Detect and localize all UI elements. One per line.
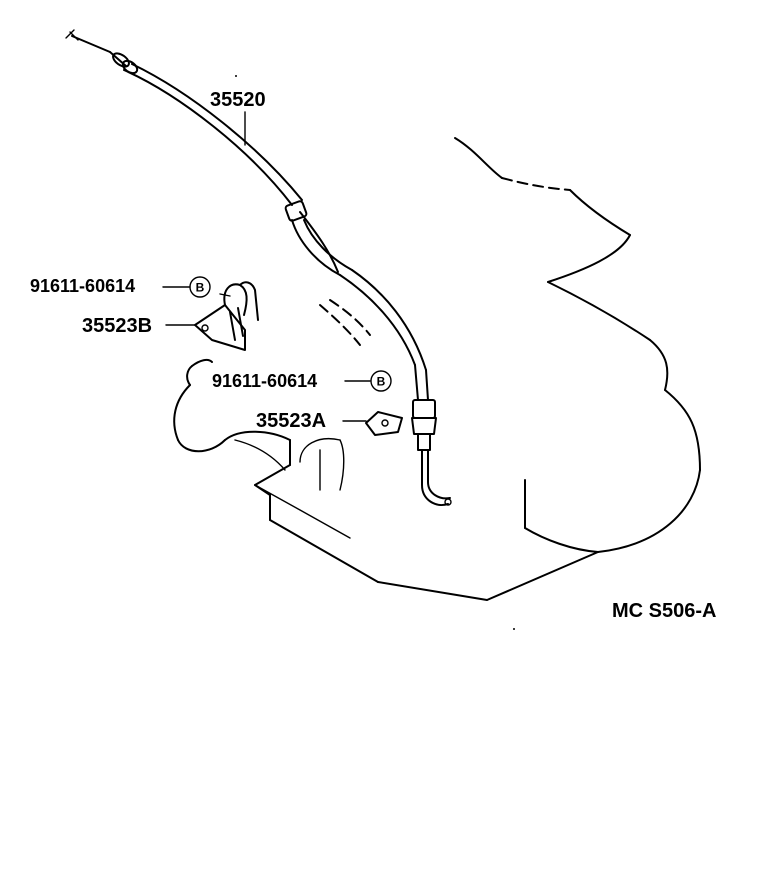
part-label-bracket-b: 35523B [82,315,153,337]
part-label-bracket-a: 35523A [256,410,327,432]
part-label-cable: 35520 [210,89,266,111]
bolt-badge-lower: B [370,370,392,392]
diagram-code: MC S506-A [612,600,717,622]
badge-lower-text: B [377,375,386,389]
bracket-35523a[interactable] [365,411,403,436]
part-label-bolt-upper: 91611-60614 [30,276,136,296]
speck [513,628,515,630]
bolt-badge-upper: B [189,276,211,298]
part-label-bolt-lower: 91611-60614 [212,371,318,391]
control-cable[interactable] [65,29,452,506]
bracket-35523b[interactable] [194,281,259,351]
leader-lines [162,111,371,422]
transmission-housing-outline [173,137,701,601]
speck [235,75,237,77]
badge-upper-text: B [196,281,205,295]
